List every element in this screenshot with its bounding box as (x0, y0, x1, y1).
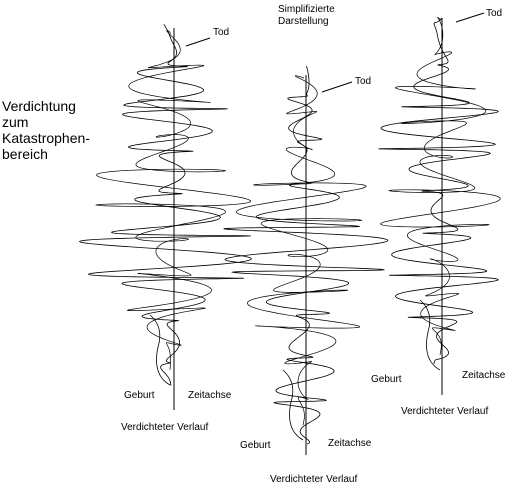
zeitachse-label-left: Zeitachse (188, 390, 232, 401)
spiral-trace-right-birth-tail (419, 299, 441, 371)
verlauf-label-right: Verdichteter Verlauf (401, 406, 489, 417)
tod-pointer-left (185, 37, 211, 47)
zeitachse-label-middle: Zeitachse (328, 438, 372, 449)
spiral-left (78, 24, 253, 386)
geburt-label-left: Geburt (124, 390, 155, 401)
spiral-trace-middle-overlay (236, 75, 367, 425)
simplified-representation-label: Simplifizierte Darstellung (278, 4, 335, 27)
geburt-label-right: Geburt (371, 374, 402, 385)
spiral-trace-middle (223, 65, 389, 445)
spiral-trace-right-overlay (380, 17, 501, 355)
tod-label-right: Tod (486, 8, 503, 19)
spiral-right (378, 17, 501, 371)
spiral-trace-left-birth-tail (149, 314, 171, 386)
verlauf-label-left: Verdichteter Verlauf (121, 422, 209, 433)
spiral-trace-left-overlay (94, 30, 251, 370)
zeitachse-label-right: Zeitachse (462, 370, 506, 381)
spiral-trace-right (378, 17, 499, 365)
tod-label-left: Tod (213, 27, 230, 38)
verlauf-label-middle: Verdichteter Verlauf (270, 474, 358, 485)
densification-label: Verdichtung zum Katastrophen- bereich (2, 98, 90, 163)
spiral-trace-left (78, 24, 253, 386)
geburt-label-middle: Geburt (240, 440, 271, 451)
spiral-trace-middle-birth-tail (282, 369, 304, 441)
tod-label-middle: Tod (355, 76, 372, 87)
tod-pointer-middle (321, 81, 353, 93)
spiral-middle (223, 65, 389, 445)
tod-pointer-right (455, 12, 485, 23)
